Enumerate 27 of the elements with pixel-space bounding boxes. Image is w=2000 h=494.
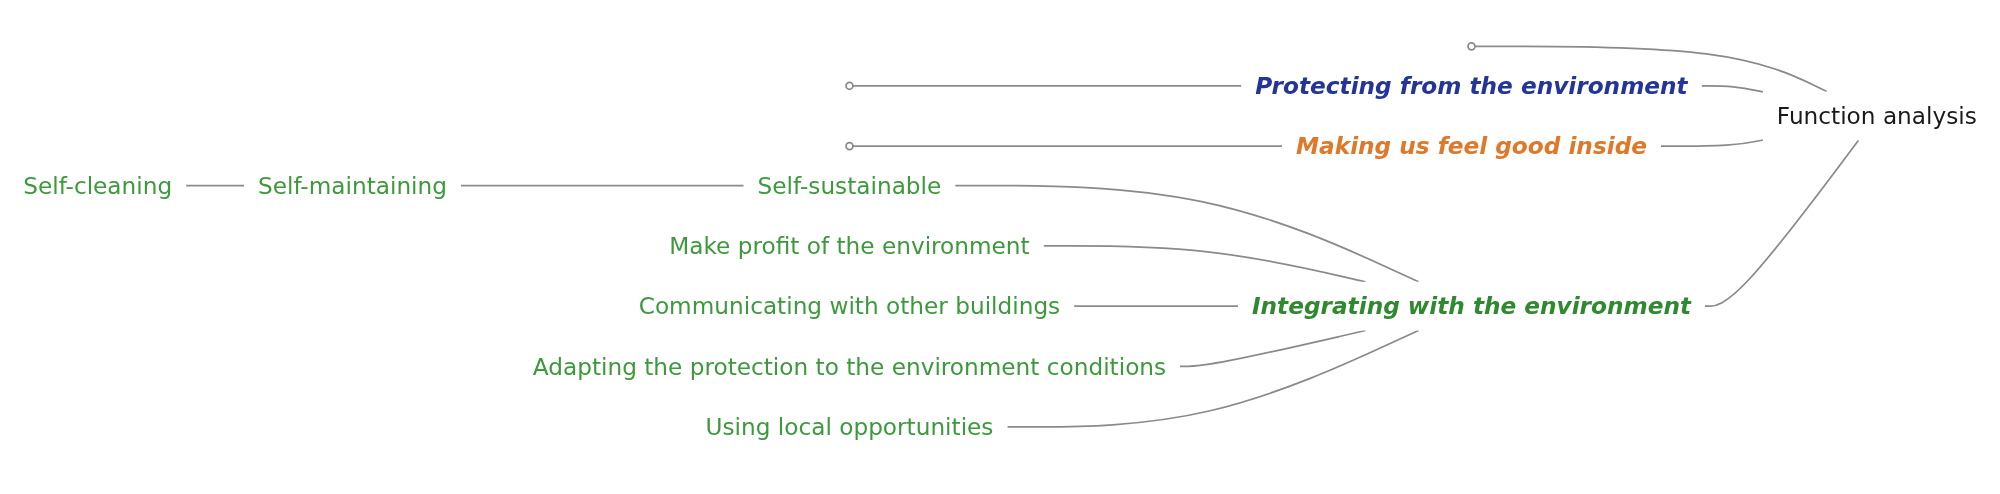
connector — [1006, 329, 1420, 428]
node-text: Making us feel good inside — [1295, 132, 1647, 161]
connector — [1042, 244, 1367, 283]
connector — [1704, 139, 1860, 307]
node-text: Function analysis — [1776, 102, 1977, 130]
connector — [1700, 84, 1764, 93]
node-text: Make profit of the environment — [669, 231, 1030, 260]
node-circle — [845, 81, 854, 91]
node-circle — [1467, 42, 1476, 51]
connector — [460, 184, 745, 187]
node-text: Self-cleaning — [23, 171, 173, 200]
connector — [185, 184, 245, 187]
connector — [852, 84, 1243, 87]
node-text: Communicating with other buildings — [638, 292, 1061, 321]
node-text: Integrating with the environment — [1251, 292, 1692, 321]
connector — [1179, 329, 1367, 368]
node-text: Adapting the protection to the environment conditions — [532, 352, 1167, 381]
node-text: Self-sustainable — [757, 171, 942, 200]
connector — [1474, 45, 1828, 93]
node-text: Self-maintaining — [257, 171, 447, 200]
node-circle — [845, 141, 854, 151]
node-text: Using local opportunities — [705, 412, 994, 441]
connector — [954, 184, 1420, 283]
node-text: Protecting from the environment — [1255, 71, 1688, 100]
connector — [1660, 139, 1764, 147]
connector — [852, 145, 1283, 147]
connector — [1073, 305, 1239, 307]
